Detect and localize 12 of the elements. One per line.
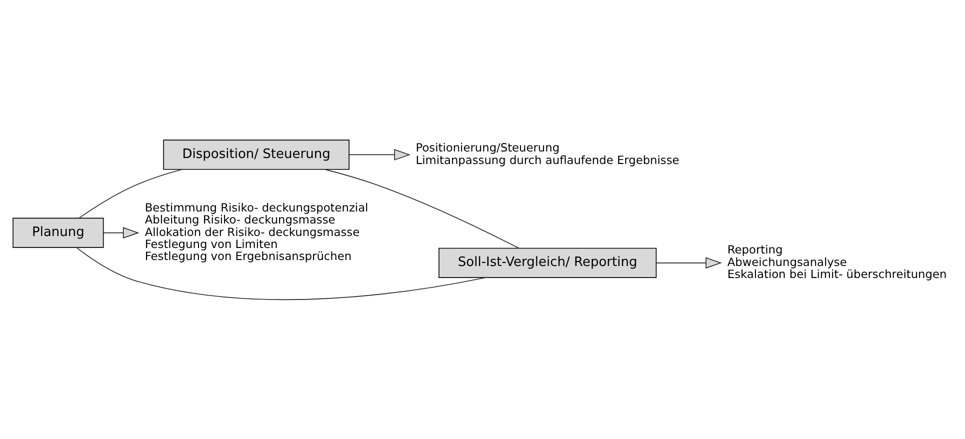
node-box: Soll-Ist-Vergleich/ Reporting: [438, 248, 657, 278]
connector: [78, 168, 183, 219]
node-text: Bestimmung Risiko- deckungspotenzial Ableitung Risiko- deckungsmasse Allokation der Risiko- deckungsmasse Festlegung von Limiten Festlegung von Ergebnisansprüchen: [144, 200, 368, 264]
node-box: Disposition/ Steuerung: [163, 140, 350, 170]
arrow: [103, 227, 140, 239]
connector: [324, 169, 520, 249]
node-text: Positionierung/Steuerung Limitanpassung durch auflaufende Ergebnisse: [416, 140, 680, 167]
arrow: [656, 257, 722, 269]
arrow: [348, 149, 410, 160]
node-text: Reporting Abweichungsanalyse Eskalation bei Limit- überschreitungen: [727, 242, 947, 282]
connector: [76, 247, 486, 300]
node-box: Planung: [12, 218, 104, 248]
